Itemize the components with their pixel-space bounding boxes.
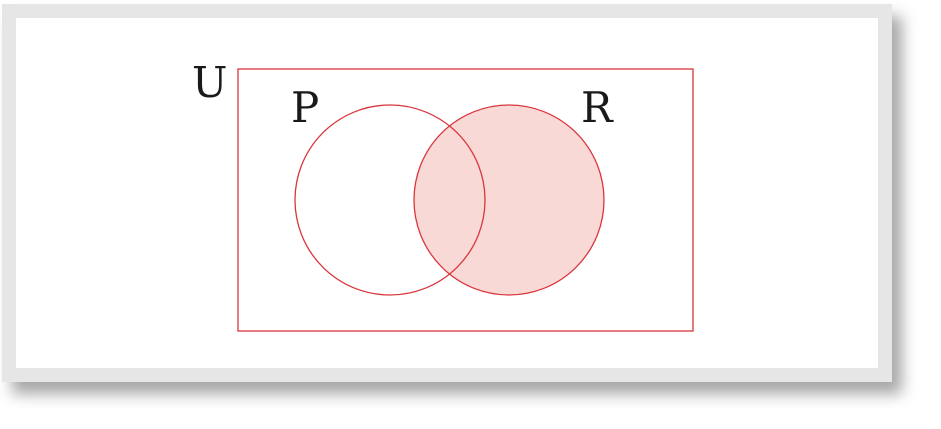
universal-set-rect [237,68,694,332]
set-p-circle [294,104,486,296]
set-r-label: R [581,83,614,132]
figure-frame [2,4,892,382]
universe-label: U [192,58,227,107]
set-p-label: P [291,83,319,132]
set-r-circle [413,104,605,296]
